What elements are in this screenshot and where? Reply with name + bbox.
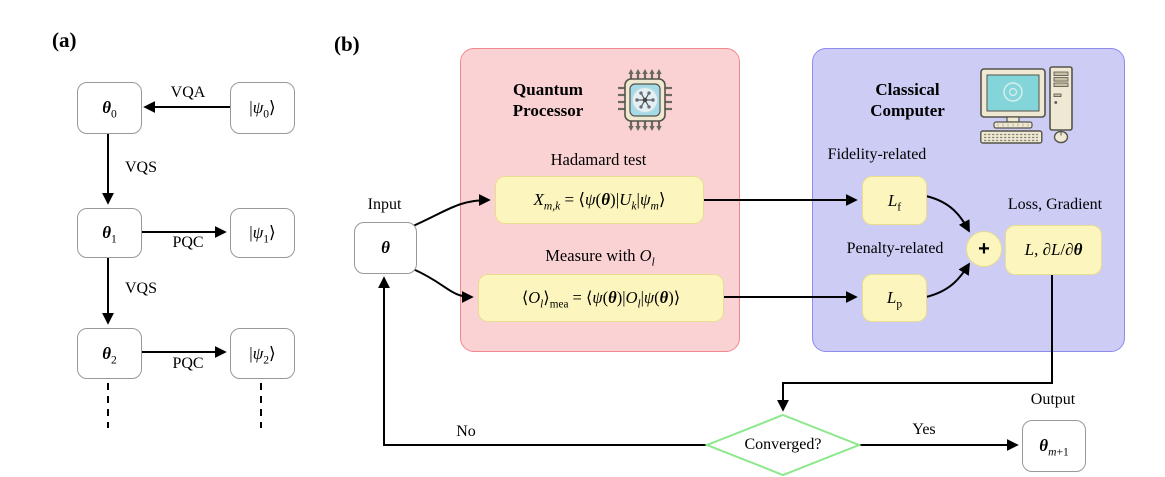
edge-label-vqa: VQA bbox=[170, 84, 206, 101]
hadamard-test-label: Hadamard test bbox=[550, 150, 647, 169]
measure-formula-box: ⟨Ol⟩mea = ⟨ψ(θ)|Ol|ψ(θ)⟩ bbox=[478, 274, 724, 322]
penalty-related-label: Penalty-related bbox=[846, 240, 944, 257]
loss-gradient-box: L, ∂L/∂θ bbox=[1005, 225, 1102, 275]
converged-question-text: Converged? bbox=[744, 436, 822, 453]
node-input-theta: θ bbox=[354, 222, 417, 274]
arrow-loss-converged bbox=[777, 274, 1053, 412]
lp-box: Lp bbox=[862, 274, 927, 322]
measure-formula-text: ⟨Ol⟩mea = ⟨ψ(θ)|Ol|ψ(θ)⟩ bbox=[521, 288, 681, 311]
lf-box: Lf bbox=[862, 176, 927, 225]
arrow-input-measure bbox=[412, 268, 474, 303]
node-psi0: |ψ0⟩ bbox=[230, 82, 295, 134]
measure-label-text: Measure with Ol bbox=[545, 246, 655, 269]
node-theta0-text: θ0 bbox=[102, 98, 117, 121]
node-psi0-text: |ψ0⟩ bbox=[249, 98, 276, 121]
input-label: Input bbox=[367, 196, 402, 213]
hadamard-formula-text: Xm,k = ⟨ψ(θ)|Uk|ψm⟩ bbox=[533, 190, 666, 213]
desktop-computer-icon bbox=[980, 66, 1073, 144]
node-output-theta: θm+1 bbox=[1022, 420, 1086, 472]
node-input-theta-text: θ bbox=[381, 238, 390, 257]
yes-label: Yes bbox=[912, 421, 936, 438]
node-psi1: |ψ1⟩ bbox=[230, 208, 295, 258]
arrow-lp-plus bbox=[925, 262, 970, 298]
edge-label-pqc-top: PQC bbox=[172, 234, 204, 251]
node-psi1-text: |ψ1⟩ bbox=[249, 223, 276, 246]
sum-plus-circle: + bbox=[966, 231, 1002, 267]
node-theta1-text: θ1 bbox=[102, 223, 117, 246]
edge-label-pqc-bottom: PQC bbox=[172, 355, 204, 372]
node-psi2: |ψ2⟩ bbox=[230, 328, 295, 379]
lf-text: Lf bbox=[887, 190, 902, 213]
edge-label-vqs-bottom: VQS bbox=[124, 280, 157, 297]
plus-icon: + bbox=[978, 237, 990, 260]
loss-gradient-label: Loss, Gradient bbox=[1007, 196, 1103, 213]
arrow-lf-plus bbox=[925, 195, 970, 233]
loss-gradient-text: L, ∂L/∂θ bbox=[1024, 240, 1083, 259]
node-theta1: θ1 bbox=[77, 208, 142, 258]
quantum-chip-icon bbox=[618, 69, 672, 131]
node-output-theta-text: θm+1 bbox=[1039, 436, 1069, 459]
lp-text: Lp bbox=[886, 288, 903, 311]
quantum-processor-title: Quantum Processor bbox=[512, 80, 584, 120]
node-psi2-text: |ψ2⟩ bbox=[249, 343, 276, 366]
fidelity-related-label: Fidelity-related bbox=[827, 146, 927, 163]
arrow-input-hadamard bbox=[412, 194, 491, 227]
classical-computer-title: Classical Computer bbox=[870, 80, 945, 120]
no-label: No bbox=[456, 423, 476, 440]
converged-diamond bbox=[704, 413, 862, 477]
node-theta2: θ2 bbox=[77, 328, 142, 379]
output-label: Output bbox=[1030, 391, 1076, 408]
node-theta0: θ0 bbox=[77, 82, 142, 134]
hadamard-formula-box: Xm,k = ⟨ψ(θ)|Uk|ψm⟩ bbox=[495, 176, 704, 224]
panel-b-label: (b) bbox=[334, 32, 360, 56]
arrow-converged-no-feedback bbox=[378, 276, 706, 446]
edge-label-vqs-top: VQS bbox=[124, 159, 157, 176]
panel-a-label: (a) bbox=[52, 28, 77, 52]
measure-label: Measure with Ol bbox=[478, 246, 722, 269]
node-theta2-text: θ2 bbox=[102, 343, 117, 366]
